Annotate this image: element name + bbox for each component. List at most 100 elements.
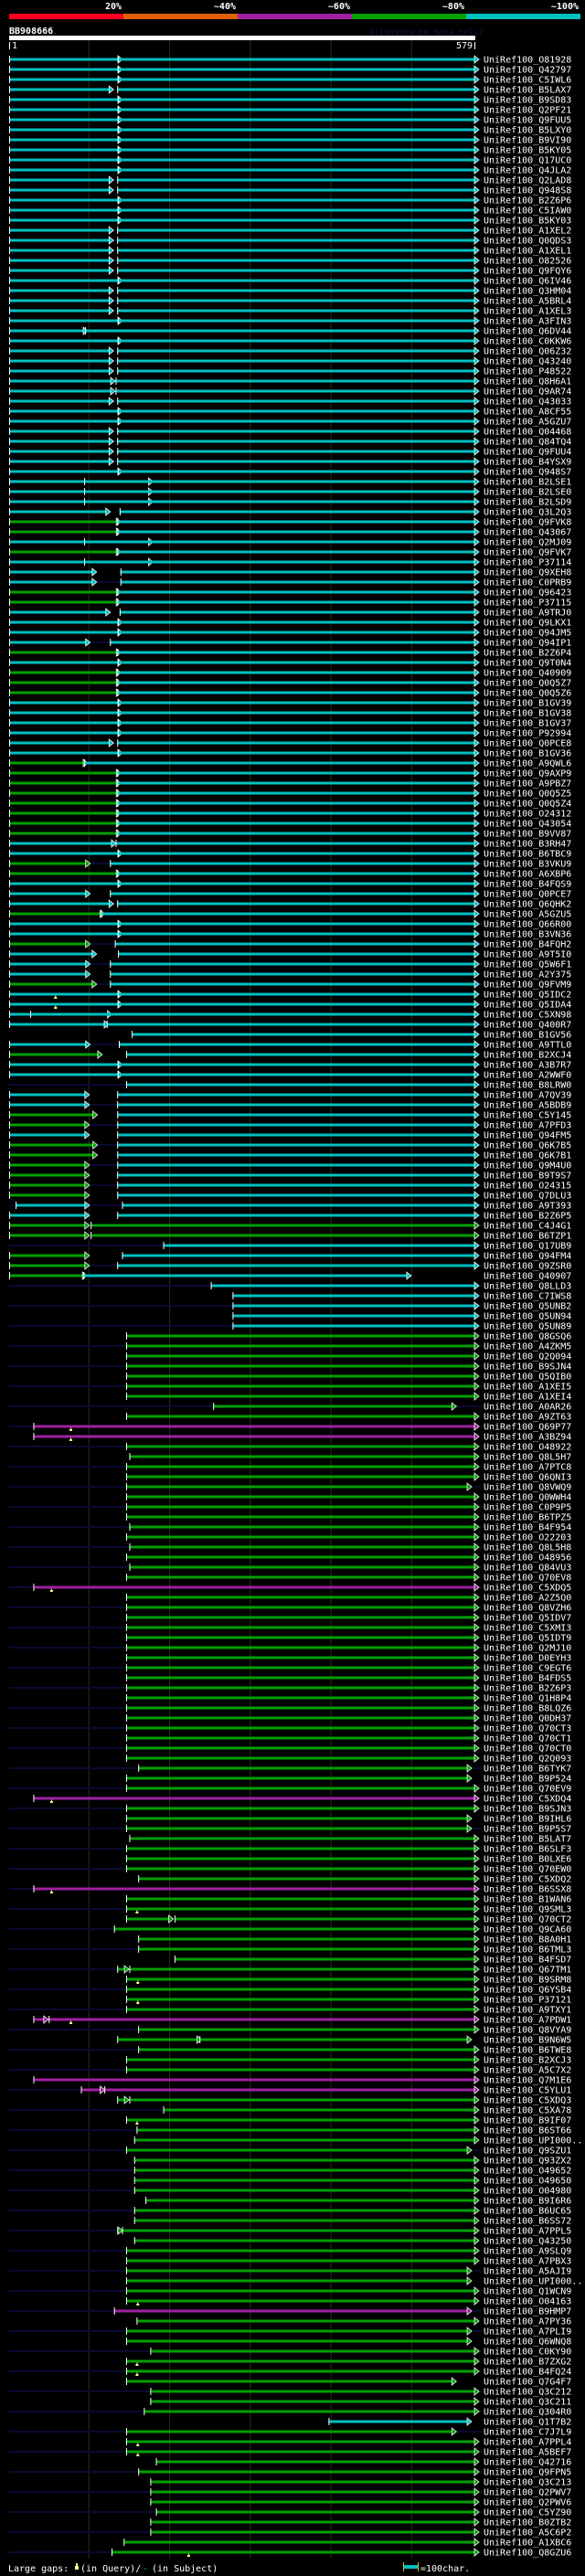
alignment-row[interactable]: UniRef100_Q7DLU3 [9,1191,571,1202]
hsp-segment[interactable] [9,520,118,524]
alignment-row[interactable]: UniRef100_Q9M4U0 [9,1161,571,1171]
hsp-segment[interactable] [132,1033,475,1036]
hsp-segment[interactable] [9,932,119,936]
subject-label[interactable]: UniRef100_B4FQ24 [484,2368,571,2378]
alignment-row[interactable]: UniRef100_A3FIN3 [9,316,571,327]
subject-label[interactable]: UniRef100_C5YLU1 [484,2086,571,2096]
subject-label[interactable]: UniRef100_B6SLF3 [484,1845,571,1855]
hsp-segment[interactable] [125,1998,476,2001]
hsp-segment[interactable] [118,661,475,664]
subject-label[interactable]: UniRef100_C5XMI3 [484,1624,571,1634]
alignment-row[interactable]: UniRef100_Q8L5H8 [9,1542,571,1553]
hsp-segment[interactable] [117,450,475,453]
hsp-segment[interactable] [9,1173,86,1177]
subject-label[interactable]: UniRef100_B2LSE1 [484,478,571,488]
subject-label[interactable]: UniRef100_B2XCJ4 [484,1051,571,1061]
subject-label[interactable]: UniRef100_B2Z6P5 [484,1212,571,1222]
hsp-segment[interactable] [113,1927,476,1931]
subject-label[interactable]: UniRef100_B9HMP7 [484,2307,571,2317]
alignment-row[interactable]: UniRef100_Q6K7B1 [9,1150,571,1161]
hsp-segment[interactable] [33,2078,476,2082]
hsp-segment[interactable] [118,98,475,101]
subject-label[interactable]: UniRef100_Q9SML3 [484,1905,571,1915]
hsp-segment[interactable] [138,1937,476,1941]
hsp-segment[interactable] [115,842,476,845]
hsp-segment[interactable] [117,259,475,262]
subject-label[interactable]: UniRef100_B1GV36 [484,749,571,759]
subject-label[interactable]: UniRef100_A1XEL2 [484,227,571,237]
hsp-segment[interactable] [138,1947,476,1951]
subject-label[interactable]: UniRef100_B6TYK7 [484,1765,571,1775]
hsp-segment[interactable] [9,1113,94,1117]
alignment-row[interactable]: UniRef100_B6SS72 [133,2216,572,2227]
hsp-segment[interactable] [114,942,476,946]
hsp-segment[interactable] [120,580,475,584]
subject-label[interactable]: UniRef100_Q2LAD8 [484,176,571,186]
subject-label[interactable]: UniRef100_B9T9S7 [484,1171,571,1182]
hsp-segment[interactable] [9,1264,86,1267]
hsp-segment[interactable] [125,2118,476,2122]
hsp-segment[interactable] [118,620,475,624]
alignment-row[interactable]: UniRef100_C5IAW0 [9,206,571,217]
alignment-row[interactable]: UniRef100_A9TRJ0 [9,608,571,619]
subject-label[interactable]: UniRef100_Q43054 [484,820,571,830]
alignment-row[interactable]: UniRef100_B1GV37 [9,718,571,729]
alignment-row[interactable]: UniRef100_A1XEL2 [9,226,571,237]
alignment-row[interactable]: UniRef100_B8LQZ6 [9,1703,571,1714]
subject-label[interactable]: UniRef100_Q84VU3 [484,1564,571,1574]
subject-label[interactable]: UniRef100_A7PFD3 [484,1121,571,1131]
hsp-segment[interactable] [145,2199,475,2202]
subject-label[interactable]: UniRef100_B5KY03 [484,217,571,227]
subject-label[interactable]: UniRef100_Q400R7 [484,1021,571,1031]
alignment-row[interactable]: UniRef100_Q94FM4 [9,1251,571,1262]
subject-label[interactable]: UniRef100_B8LQZ6 [484,1704,571,1714]
alignment-row[interactable]: UniRef100_Q9ZSR0 [9,1261,571,1272]
subject-label[interactable]: UniRef100_Q43240 [484,357,571,367]
alignment-row[interactable]: UniRef100_Q9FVK7 [9,547,571,558]
hsp-segment[interactable] [84,329,476,333]
subject-label[interactable]: UniRef100_A0AR26 [484,1403,571,1413]
hsp-segment[interactable] [118,721,475,725]
hsp-segment[interactable] [129,1525,475,1529]
hsp-segment[interactable] [125,1415,476,1418]
alignment-row[interactable]: UniRef100_Q2LAD8 [9,175,571,186]
hsp-segment[interactable] [125,1394,476,1398]
subject-label[interactable]: UniRef100_C7IWS8 [484,1292,571,1302]
subject-label[interactable]: UniRef100_Q06Z32 [484,347,571,357]
hsp-segment[interactable] [118,108,475,111]
subject-label[interactable]: UniRef100_A9SLQ9 [484,2247,571,2257]
alignment-row[interactable]: UniRef100_C5XDQ3 [117,2095,571,2106]
subject-label[interactable]: UniRef100_Q94IP1 [484,639,571,649]
alignment-row[interactable]: UniRef100_B1GV39 [9,698,571,709]
alignment-row[interactable]: UniRef100_A2Y375 [9,970,571,981]
hsp-segment[interactable] [150,2530,476,2534]
alignment-row[interactable]: UniRef100_A5GZU5 [9,909,571,920]
subject-label[interactable]: UniRef100_Q6K7B1 [484,1151,571,1161]
hsp-segment[interactable] [117,671,475,674]
hsp-segment[interactable] [33,1435,476,1438]
alignment-row[interactable]: UniRef100_C7IWS8 [232,1291,571,1302]
alignment-row[interactable]: UniRef100_B9P5S7 [9,1824,571,1835]
alignment-row[interactable]: UniRef100_Q43033 [9,397,571,408]
alignment-row[interactable]: UniRef100_A2WWF0 [9,1070,571,1081]
hsp-segment[interactable] [117,600,475,604]
alignment-row[interactable]: UniRef100_B5LAT7 [129,1834,571,1845]
subject-label[interactable]: UniRef100_Q70CT2 [484,1915,571,1925]
hsp-segment[interactable] [9,1043,87,1046]
alignment-row[interactable]: UniRef100_Q70CT2 [125,1914,571,1925]
subject-label[interactable]: UniRef100_B6UC65 [484,2207,571,2217]
alignment-row[interactable]: UniRef100_B4FDS5 [125,1673,571,1684]
hsp-segment[interactable] [33,1797,476,1800]
hsp-segment[interactable] [9,540,150,544]
alignment-row[interactable]: UniRef100_C4J4G1 [9,1221,571,1232]
subject-label[interactable]: UniRef100_B9VV87 [484,830,571,840]
hsp-segment[interactable] [125,2269,469,2273]
alignment-row[interactable]: UniRef100_Q70EW0 [9,1864,571,1875]
hsp-segment[interactable] [9,419,119,423]
hsp-segment[interactable] [125,1083,476,1087]
hsp-segment[interactable] [9,641,87,644]
hsp-segment[interactable] [120,570,475,574]
subject-label[interactable]: UniRef100_B5KY05 [484,146,571,156]
hsp-segment[interactable] [9,1214,86,1217]
hsp-segment[interactable] [123,2540,475,2544]
